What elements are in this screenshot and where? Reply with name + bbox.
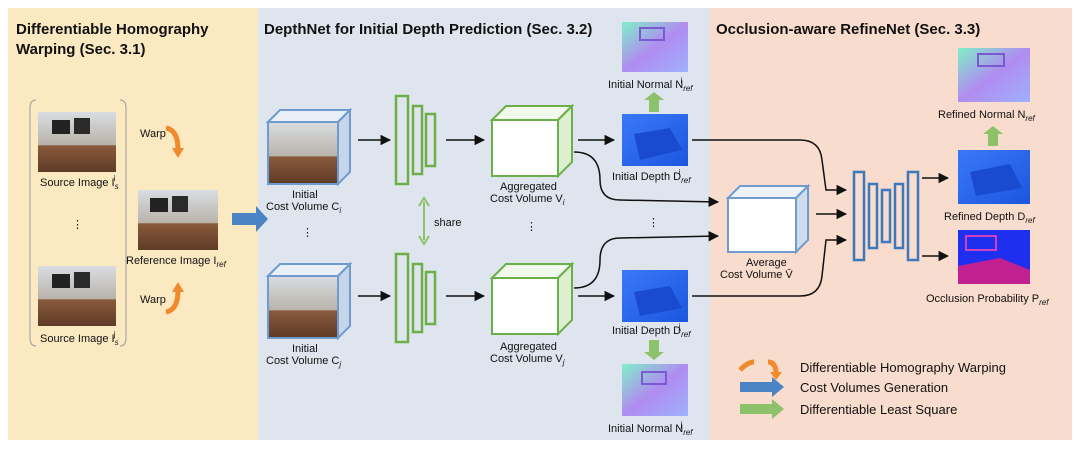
legend-item-cost-volume: Cost Volumes Generation (800, 380, 948, 395)
average-volume-label-2: Cost Volume V̄ (720, 268, 793, 281)
cost-volume-j-label-1: Initial (292, 343, 318, 355)
arrow-depth-j-to-refinenet (692, 234, 848, 297)
cost-volume-i-label-1: Initial (292, 189, 318, 201)
share-label: share (434, 217, 462, 229)
aggregated-volume-i-label-2: Cost Volume Vi (490, 193, 565, 207)
initial-depth-i-label: Initial Depth Drefi (612, 168, 691, 185)
cost-volume-j-label-2: Cost Volume Cj (266, 355, 341, 369)
section-depthnet-title: DepthNet for Initial Depth Prediction (S… (264, 21, 592, 38)
initial-depth-j-map (622, 270, 688, 322)
initial-normal-i-label: Initial Normal Nrefi (608, 76, 693, 93)
legend-item-warping: Differentiable Homography Warping (800, 360, 1006, 375)
aggregated-volume-j-label-2: Cost Volume Vj (490, 353, 565, 367)
least-square-arrow-bottom (644, 340, 664, 360)
section-homography-title-1: Differentiable Homography (16, 21, 209, 38)
cost-volume-i-cube (265, 107, 353, 187)
aggregated-volume-j-cube (489, 261, 575, 337)
aggregated-volume-j-label-1: Aggregated (500, 341, 557, 353)
legend: Differentiable Homography Warping Cost V… (738, 359, 1006, 419)
legend-item-least-square: Differentiable Least Square (800, 402, 957, 417)
vdots-depth: ⋮ (648, 217, 659, 229)
least-square-arrow-top (644, 92, 664, 112)
initial-depth-i-map (622, 114, 688, 166)
arrow-depth-i-to-refinenet (692, 139, 848, 196)
cost-volume-i-label-2: Cost Volume Ci (266, 201, 341, 215)
warp-bottom-label: Warp (140, 294, 166, 306)
source-image-i-label: Source Image Isi (40, 174, 119, 191)
occlusion-probability-map (958, 230, 1030, 284)
source-image-j (38, 266, 116, 326)
least-square-arrow-refined (983, 126, 1003, 146)
refined-depth-map (958, 150, 1030, 204)
reference-image-label: Reference Image Iref (126, 255, 227, 269)
arrow-agg-j-to-average (573, 230, 720, 289)
occlusion-probability-label: Occlusion Probability Pref (926, 293, 1049, 307)
aggregated-volume-i-label-1: Aggregated (500, 181, 557, 193)
warp-bottom-arrow (165, 289, 181, 315)
section-homography-bg (8, 8, 258, 440)
section-homography-title-2: Warping (Sec. 3.1) (16, 41, 145, 58)
initial-depth-j-label: Initial Depth Drefj (612, 322, 691, 339)
cost-volume-generation-arrow (232, 206, 268, 232)
right-bracket (119, 99, 127, 347)
left-bracket (29, 99, 37, 347)
vdots-cost: ⋮ (302, 227, 313, 239)
refined-depth-label: Refined Depth Dref (944, 211, 1035, 225)
depthnet-top (394, 94, 437, 186)
legend-warp-icon-head (770, 372, 782, 380)
initial-normal-j-label: Initial Normal Nrefj (608, 420, 693, 437)
source-image-i (38, 112, 116, 172)
reference-image (138, 190, 218, 250)
aggregated-volume-i-cube (489, 103, 575, 179)
warp-top-arrow-head (172, 148, 184, 158)
cost-volume-j-cube (265, 261, 353, 341)
legend-cost-volume-icon (740, 377, 784, 397)
warp-bottom-arrow-head (172, 282, 184, 292)
share-arrow-heads (418, 196, 430, 246)
refined-normal-label: Refined Normal Nref (938, 109, 1036, 123)
initial-normal-j-map (622, 364, 688, 416)
warp-top-arrow (165, 125, 181, 151)
initial-normal-i-map (622, 22, 688, 72)
average-volume-cube (725, 183, 811, 255)
arrow-agg-i-to-average (573, 151, 720, 208)
refinenet (852, 170, 920, 262)
legend-warp-icon-left (738, 359, 755, 372)
vdots-agg: ⋮ (526, 221, 537, 233)
source-image-j-label: Source Image Isj (40, 330, 119, 347)
depthnet-bottom (394, 252, 437, 344)
legend-least-square-icon (740, 399, 784, 419)
average-volume-label-1: Average (746, 257, 787, 269)
refined-normal-map (958, 48, 1030, 102)
section-refinenet-title: Occlusion-aware RefineNet (Sec. 3.3) (716, 21, 980, 38)
vdots-source: ⋮ (72, 219, 83, 231)
warp-top-label: Warp (140, 128, 166, 140)
